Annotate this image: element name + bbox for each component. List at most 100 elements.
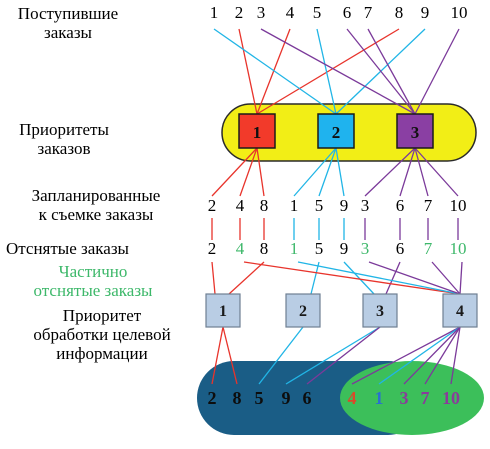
priority-box-1 (238, 113, 276, 149)
shot-order-9: 9 (340, 239, 349, 258)
line-order-3-to-priority-3 (260, 28, 416, 115)
label-received-orders: Поступившие заказы (8, 4, 128, 42)
received-order-9: 9 (421, 3, 430, 22)
result-green-1: 1 (375, 388, 384, 408)
received-order-8: 8 (395, 3, 404, 22)
line-shot-9-to-proc-3 (343, 261, 375, 295)
boxes-layer (205, 113, 478, 328)
label-planned-orders: Запланированные к съемке заказы (2, 186, 190, 224)
planned-order-4: 4 (236, 196, 245, 215)
line-order-10-to-priority-3 (414, 28, 460, 115)
line-order-4-to-priority-1 (256, 28, 291, 115)
label-priorities-line1: Приоритеты (19, 120, 109, 139)
received-order-2: 2 (235, 3, 244, 22)
result-green-7: 7 (421, 388, 430, 408)
label-received-line1: Поступившие (17, 4, 119, 23)
processing-box-1 (205, 293, 241, 328)
green-processing-ellipse (340, 361, 484, 435)
planned-order-7: 7 (424, 196, 433, 215)
result-green-3: 3 (400, 388, 409, 408)
label-partial-line2: отснятые заказы (33, 281, 153, 300)
shot-order-6: 6 (396, 239, 405, 258)
result-blue-9: 9 (282, 388, 291, 408)
line-shot-2-to-proc-1 (211, 261, 216, 295)
priority-box-2-label: 2 (332, 123, 341, 142)
line-shot-6-to-proc-3 (385, 261, 401, 295)
label-processing-line3: информации (56, 344, 148, 363)
label-received-line2: заказы (44, 23, 92, 42)
line-priority-1-to-planned-2 (211, 147, 258, 197)
planned-order-2: 2 (208, 196, 217, 215)
planned-order-5: 5 (315, 196, 324, 215)
line-priority-2-to-planned-9 (335, 147, 345, 197)
shot-order-4: 4 (236, 239, 245, 258)
label-order-priorities: Приоритеты заказов (4, 120, 124, 158)
line-priority-1-to-planned-4 (239, 147, 258, 197)
priority-box-1-label: 1 (253, 123, 262, 142)
line-priority-3-to-planned-10 (414, 147, 459, 197)
line-proc-4-to-result-1 (378, 326, 461, 385)
label-priorities-line2: заказов (37, 139, 91, 158)
shot-order-2: 2 (208, 239, 217, 258)
received-order-7: 7 (364, 3, 373, 22)
processing-box-2 (285, 293, 321, 328)
shot-order-3: 3 (361, 239, 370, 258)
planned-order-6: 6 (396, 196, 405, 215)
priority-box-2 (317, 113, 355, 149)
line-proc-4-to-result-4 (351, 326, 461, 385)
planned-order-9: 9 (340, 196, 349, 215)
line-priority-3-to-planned-3 (364, 147, 416, 197)
label-partial-line1: Частично (58, 262, 128, 281)
line-proc-3-to-result-6 (306, 326, 381, 385)
line-order-8-to-priority-1 (256, 28, 400, 115)
planned-order-3: 3 (361, 196, 370, 215)
line-shot-8-to-proc-1 (228, 261, 265, 295)
line-priority-2-to-planned-1 (293, 147, 337, 197)
line-proc-4-to-result-10 (450, 326, 461, 385)
label-processing-line2: обработки целевой (33, 325, 171, 344)
shot-order-5: 5 (315, 239, 324, 258)
line-proc-3-to-result-9 (285, 326, 381, 385)
result-blue-6: 6 (303, 388, 312, 408)
label-processing-line1: Приоритет (62, 306, 142, 325)
received-order-6: 6 (343, 3, 352, 22)
processing-box-3-label: 3 (376, 303, 384, 320)
label-planned-line1: Запланированные (31, 186, 161, 205)
line-shot-1-to-proc-4 (297, 261, 461, 295)
line-proc-4-to-result-7 (424, 326, 461, 385)
processing-box-4 (442, 293, 478, 328)
result-blue-5: 5 (255, 388, 264, 408)
result-green-4: 4 (348, 388, 357, 408)
line-priority-1-to-planned-8 (256, 147, 265, 197)
processing-box-4-label: 4 (456, 303, 464, 320)
processing-box-3 (362, 293, 398, 328)
line-shot-4-to-proc-4 (243, 261, 461, 295)
line-proc-4-to-result-3 (403, 326, 461, 385)
line-shot-5-to-proc-2 (310, 261, 320, 295)
result-blue-8: 8 (233, 388, 242, 408)
line-priority-3-to-planned-6 (399, 147, 416, 197)
line-priority-3-to-planned-7 (414, 147, 429, 197)
received-order-1: 1 (210, 3, 219, 22)
processing-box-2-label: 2 (299, 303, 307, 320)
connector-lines (211, 28, 463, 385)
label-shot-orders: Отснятые заказы (6, 239, 129, 258)
received-order-3: 3 (257, 3, 266, 22)
line-priority-2-to-planned-5 (318, 147, 337, 197)
shot-order-1: 1 (290, 239, 299, 258)
planned-order-8: 8 (260, 196, 269, 215)
received-order-10: 10 (451, 3, 468, 22)
line-order-5-to-priority-2 (316, 28, 337, 115)
priority-box-3 (396, 113, 434, 149)
line-proc-2-to-result-5 (258, 326, 304, 385)
line-proc-1-to-result-2 (211, 326, 224, 385)
line-order-6-to-priority-3 (346, 28, 416, 115)
label-processing-priority: Приоритет обработки целевой информации (2, 306, 202, 363)
result-blue-2: 2 (208, 388, 217, 408)
planned-order-10: 10 (450, 196, 467, 215)
line-order-7-to-priority-3 (367, 28, 416, 115)
line-order-2-to-priority-1 (238, 28, 258, 115)
line-order-1-to-priority-2 (213, 28, 337, 115)
